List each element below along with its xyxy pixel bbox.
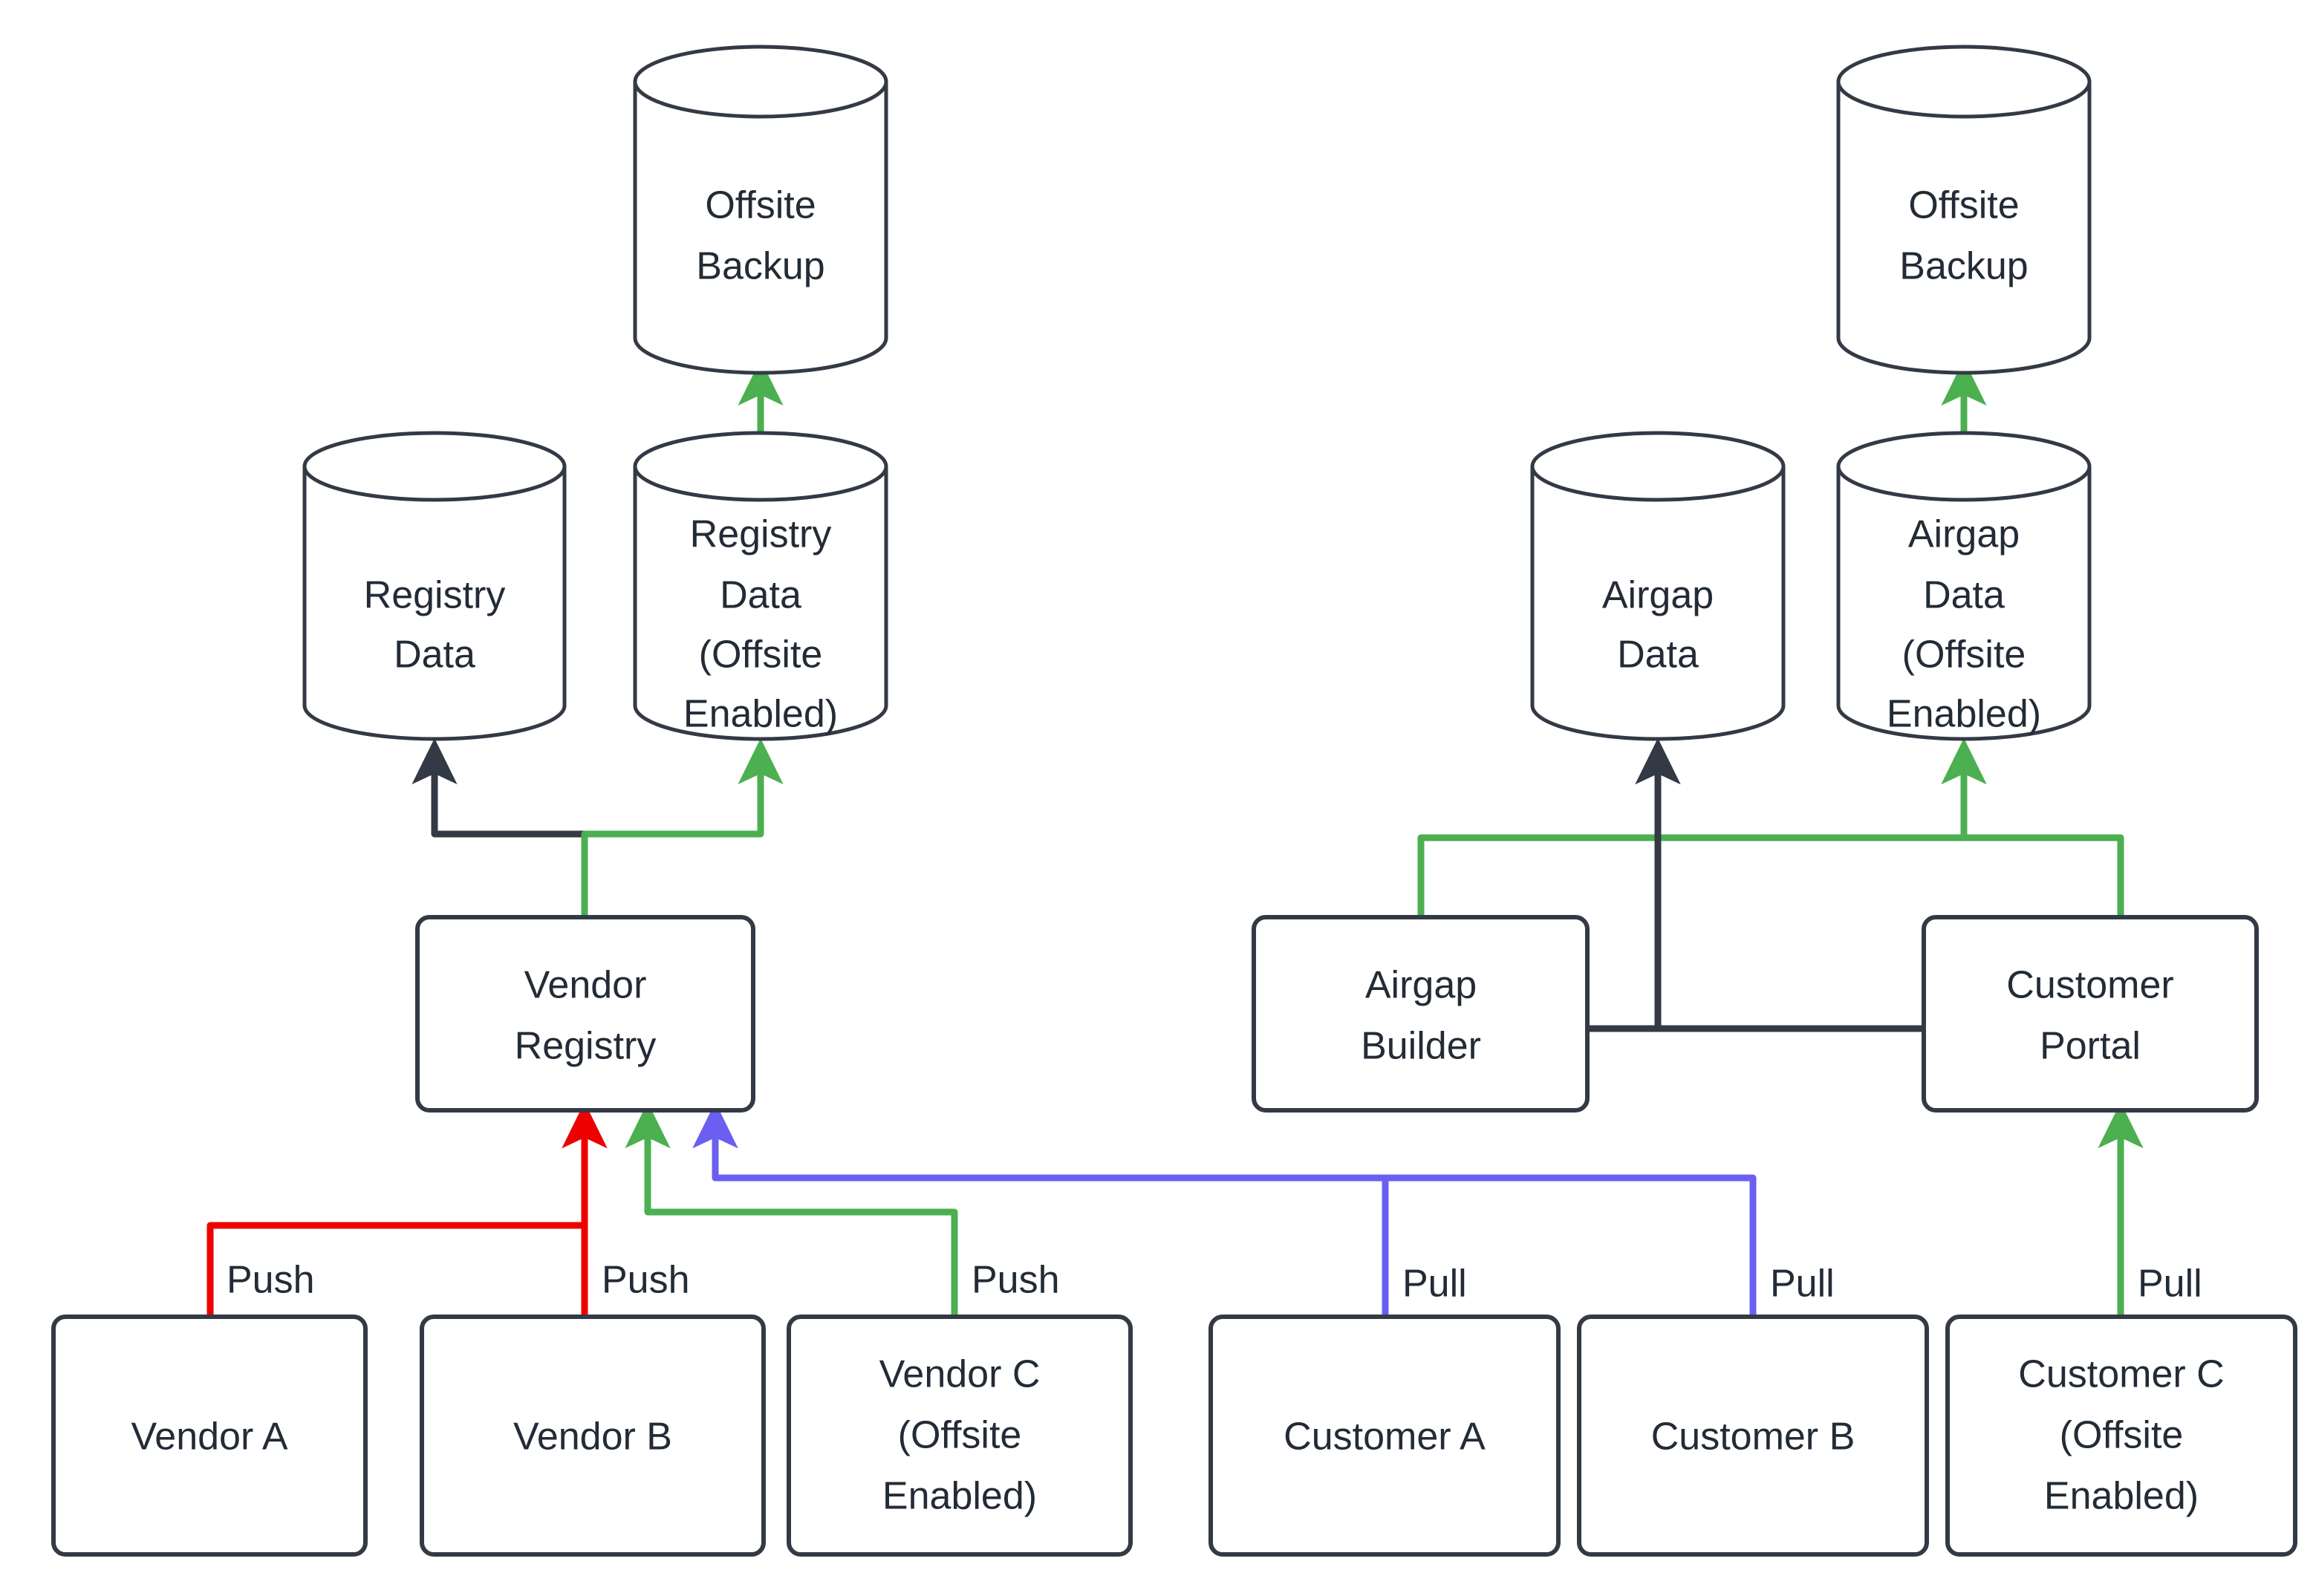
airgap-data-offsite-label-line1: Airgap bbox=[1908, 513, 2020, 556]
edge-label-pull-c: Pull bbox=[2138, 1263, 2202, 1306]
registry-data-label-line2: Data bbox=[394, 633, 475, 677]
edge-vendor-registry-to-registry-data bbox=[411, 738, 588, 917]
node-airgap-builder[interactable]: Airgap Builder bbox=[1252, 915, 1590, 1113]
airgap-data-label-line1: Airgap bbox=[1602, 574, 1714, 617]
airgap-builder-label-line1: Airgap bbox=[1365, 964, 1477, 1007]
node-customer-b[interactable]: Customer B bbox=[1577, 1315, 1929, 1557]
node-airgap-data[interactable]: Airgap Data bbox=[1530, 431, 1786, 741]
offsite-backup-left-label-line2: Backup bbox=[696, 245, 824, 288]
edge-label-push-b: Push bbox=[602, 1259, 690, 1302]
airgap-data-offsite-label-line2: Data bbox=[1923, 574, 2005, 617]
customer-c-label-line2: (Offsite bbox=[2060, 1414, 2184, 1457]
offsite-backup-left-label-line1: Offsite bbox=[705, 184, 816, 227]
node-vendor-registry[interactable]: Vendor Registry bbox=[415, 915, 755, 1113]
airgap-builder-label-line2: Builder bbox=[1361, 1025, 1481, 1068]
offsite-backup-right-label-line1: Offsite bbox=[1908, 184, 2019, 227]
offsite-backup-right-label-line2: Backup bbox=[1899, 245, 2028, 288]
node-customer-a[interactable]: Customer A bbox=[1208, 1315, 1561, 1557]
airgap-data-offsite-label-line4: Enabled) bbox=[1887, 693, 2041, 736]
customer-portal-label-line2: Portal bbox=[2040, 1025, 2141, 1068]
customer-b-label: Customer B bbox=[1651, 1416, 1855, 1459]
edge-airgap-builder-to-airgap-data-offsite bbox=[1417, 738, 1987, 917]
airgap-data-label-line2: Data bbox=[1617, 633, 1699, 677]
customer-portal-label-line1: Customer bbox=[2006, 964, 2173, 1007]
node-registry-data[interactable]: Registry Data bbox=[302, 431, 567, 741]
vendor-registry-label-line2: Registry bbox=[515, 1025, 657, 1068]
node-vendor-a[interactable]: Vendor A bbox=[51, 1315, 368, 1557]
registry-data-offsite-label-line4: Enabled) bbox=[683, 693, 838, 736]
node-customer-c[interactable]: Customer C (Offsite Enabled) bbox=[1945, 1315, 2297, 1557]
customer-c-label-line3: Enabled) bbox=[2044, 1475, 2199, 1518]
edge-label-push-a: Push bbox=[227, 1259, 315, 1302]
node-offsite-backup-right[interactable]: Offsite Backup bbox=[1836, 45, 2092, 375]
customer-c-label-line1: Customer C bbox=[2018, 1353, 2224, 1396]
registry-data-offsite-label-line2: Data bbox=[720, 574, 801, 617]
node-airgap-data-offsite[interactable]: Airgap Data (Offsite Enabled) bbox=[1836, 431, 2092, 741]
edge-customer-b-pull bbox=[692, 1102, 1757, 1317]
node-vendor-b[interactable]: Vendor B bbox=[420, 1315, 766, 1557]
vendor-a-label: Vendor A bbox=[131, 1416, 287, 1459]
node-registry-data-offsite[interactable]: Registry Data (Offsite Enabled) bbox=[633, 431, 888, 741]
edge-vendor-registry-to-registry-data-offsite bbox=[581, 738, 784, 917]
registry-data-offsite-label-line3: (Offsite bbox=[699, 633, 823, 677]
customer-a-label: Customer A bbox=[1284, 1416, 1486, 1459]
node-customer-portal[interactable]: Customer Portal bbox=[1922, 915, 2259, 1113]
vendor-c-label-line2: (Offsite bbox=[898, 1414, 1022, 1457]
edge-customer-portal-to-airgap-data-offsite bbox=[1941, 738, 2124, 917]
edge-vendor-c-push bbox=[625, 1102, 958, 1317]
edge-label-pull-a: Pull bbox=[1402, 1263, 1467, 1306]
vendor-b-label: Vendor B bbox=[513, 1416, 672, 1459]
edge-airgap-builder-to-airgap-data bbox=[1587, 738, 1681, 1032]
vendor-c-label-line1: Vendor C bbox=[879, 1353, 1041, 1396]
airgap-data-offsite-label-line3: (Offsite bbox=[1902, 633, 2026, 677]
node-vendor-c[interactable]: Vendor C (Offsite Enabled) bbox=[787, 1315, 1133, 1557]
vendor-c-label-line3: Enabled) bbox=[882, 1475, 1037, 1518]
edge-label-push-c: Push bbox=[972, 1259, 1060, 1302]
registry-data-label-line1: Registry bbox=[364, 574, 506, 617]
node-offsite-backup-left[interactable]: Offsite Backup bbox=[633, 45, 888, 375]
edge-customer-portal-to-airgap-data bbox=[1635, 738, 1924, 1032]
vendor-registry-label-line1: Vendor bbox=[524, 964, 647, 1007]
edge-label-pull-b: Pull bbox=[1770, 1263, 1835, 1306]
registry-data-offsite-label-line1: Registry bbox=[690, 513, 832, 556]
